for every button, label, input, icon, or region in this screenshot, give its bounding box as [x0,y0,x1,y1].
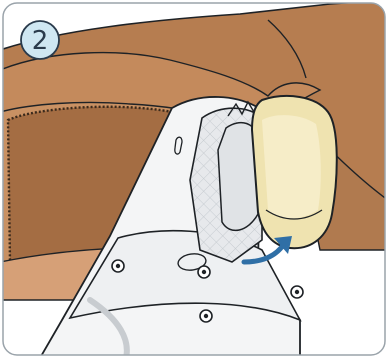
screw-icon [198,266,210,278]
step-number: 2 [32,26,49,56]
screw-icon [291,286,303,298]
cream-pad-highlight [262,115,321,218]
screw-icon [112,260,124,272]
screw-icon [200,310,212,322]
step-number-badge: 2 [21,21,59,59]
